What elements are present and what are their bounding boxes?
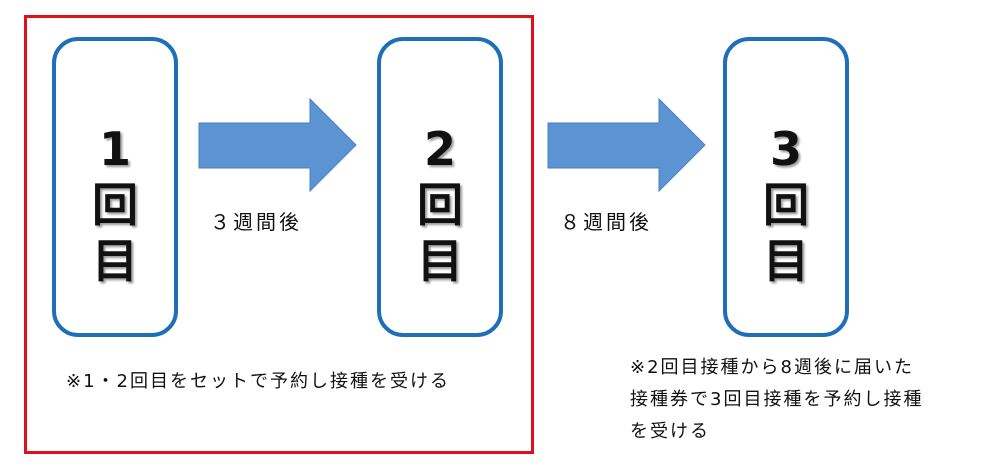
- dose-1-number: 1: [98, 122, 131, 176]
- note-third-dose: ※2回目接種から8週後に届いた 接種券で3回目接種を予約し接種 を受ける: [630, 352, 923, 448]
- arrow-right-icon: [547, 98, 706, 192]
- dose-1-char-kai: 回: [92, 178, 138, 232]
- dose-3-char-kai: 回: [763, 178, 809, 232]
- interval-8-weeks: ８週間後: [560, 210, 652, 234]
- dose-1-2-set-frame: [24, 15, 534, 454]
- dose-1-char-me: 目: [92, 234, 138, 288]
- note-third-dose-line: ※2回目接種から8週後に届いた: [630, 357, 914, 378]
- dose-3-box: 3 回 目: [723, 37, 849, 337]
- dose-2-char-me: 目: [417, 234, 463, 288]
- interval-3-weeks: ３週間後: [210, 210, 302, 234]
- dose-2-number: 2: [423, 122, 456, 176]
- dose-1-box: 1 回 目: [52, 37, 178, 337]
- dose-3-number: 3: [769, 122, 802, 176]
- dose-2-char-kai: 回: [417, 178, 463, 232]
- dose-3-char-me: 目: [763, 234, 809, 288]
- note-third-dose-line: 接種券で3回目接種を予約し接種: [630, 389, 924, 410]
- note-set-booking: ※1・2回目をセットで予約し接種を受ける: [66, 371, 450, 392]
- arrow-right-icon: [198, 98, 357, 192]
- dose-2-box: 2 回 目: [377, 37, 503, 337]
- note-third-dose-line: を受ける: [630, 421, 710, 442]
